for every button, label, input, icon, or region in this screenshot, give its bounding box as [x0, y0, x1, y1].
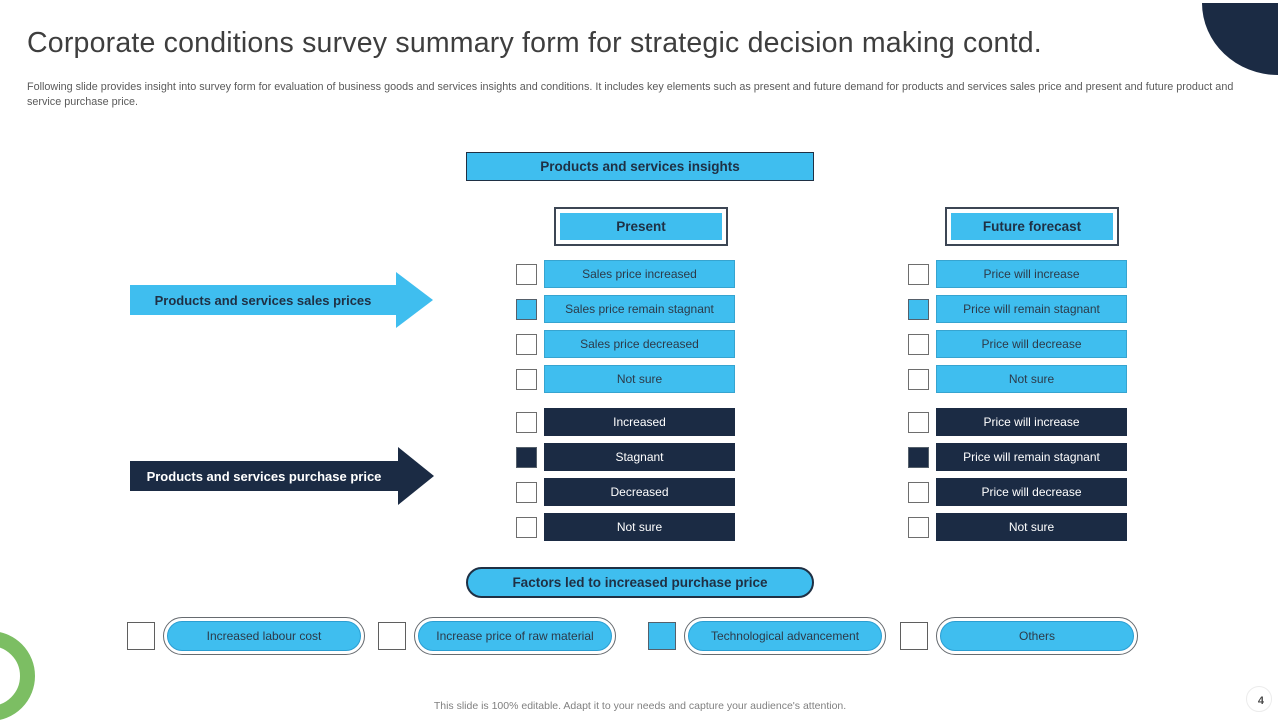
slide-title: Corporate conditions survey summary form…: [27, 27, 1042, 59]
purchase-price-arrow: Products and services purchase price: [130, 447, 434, 505]
option-label[interactable]: Not sure: [544, 365, 735, 393]
option-label[interactable]: Increased: [544, 408, 735, 436]
corner-accent-shape: [1202, 3, 1278, 75]
option-row: Increased: [516, 408, 735, 436]
purchase-price-arrow-label: Products and services purchase price: [130, 461, 398, 491]
option-row: Not sure: [516, 365, 735, 393]
option-row: Price will decrease: [908, 478, 1127, 506]
option-row: Price will increase: [908, 260, 1127, 288]
checkbox[interactable]: [516, 298, 537, 320]
checkbox[interactable]: [516, 368, 537, 390]
option-row: Sales price decreased: [516, 330, 735, 358]
option-label[interactable]: Price will remain stagnant: [936, 295, 1127, 323]
sales-prices-arrow-label: Products and services sales prices: [130, 285, 396, 315]
column-header-future-forecast-label: Future forecast: [951, 213, 1113, 240]
checkbox[interactable]: [516, 411, 537, 433]
option-row: Decreased: [516, 478, 735, 506]
option-row: Price will increase: [908, 408, 1127, 436]
option-label[interactable]: Price will increase: [936, 408, 1127, 436]
checkbox[interactable]: [516, 446, 537, 468]
factor-technological-advancement: Technological advancement: [648, 617, 886, 655]
arrow-right-icon: [398, 447, 434, 505]
option-label[interactable]: Sales price increased: [544, 260, 735, 288]
page-number: 4: [1257, 695, 1264, 707]
future-purchase-options: Price will increase Price will remain st…: [908, 408, 1127, 548]
column-header-future-forecast: Future forecast: [945, 207, 1119, 246]
option-row: Not sure: [516, 513, 735, 541]
factor-pill[interactable]: Technological advancement: [684, 617, 886, 655]
checkbox[interactable]: [900, 622, 928, 650]
column-header-present-label: Present: [560, 213, 722, 240]
main-header-products-services-insights: Products and services insights: [466, 152, 814, 181]
slide-subtitle: Following slide provides insight into su…: [27, 81, 1234, 109]
checkbox[interactable]: [516, 263, 537, 285]
option-row: Sales price increased: [516, 260, 735, 288]
checkbox[interactable]: [908, 298, 929, 320]
factor-increased-labour-cost: Increased labour cost: [127, 617, 365, 655]
factor-others: Others: [900, 617, 1138, 655]
option-label[interactable]: Price will decrease: [936, 478, 1127, 506]
option-label[interactable]: Not sure: [936, 365, 1127, 393]
present-sales-options: Sales price increased Sales price remain…: [516, 260, 735, 400]
checkbox[interactable]: [908, 333, 929, 355]
footer-note: This slide is 100% editable. Adapt it to…: [433, 700, 847, 712]
option-label[interactable]: Decreased: [544, 478, 735, 506]
option-row: Price will decrease: [908, 330, 1127, 358]
option-row: Stagnant: [516, 443, 735, 471]
option-label[interactable]: Sales price remain stagnant: [544, 295, 735, 323]
factor-pill[interactable]: Increase price of raw material: [414, 617, 616, 655]
checkbox[interactable]: [908, 411, 929, 433]
factor-label: Increased labour cost: [167, 621, 361, 651]
factor-label: Others: [940, 621, 1134, 651]
checkbox[interactable]: [908, 446, 929, 468]
checkbox[interactable]: [908, 481, 929, 503]
option-label[interactable]: Price will decrease: [936, 330, 1127, 358]
checkbox[interactable]: [908, 516, 929, 538]
option-row: Price will remain stagnant: [908, 443, 1127, 471]
future-sales-options: Price will increase Price will remain st…: [908, 260, 1127, 400]
option-row: Sales price remain stagnant: [516, 295, 735, 323]
factor-label: Technological advancement: [688, 621, 882, 651]
option-label[interactable]: Price will increase: [936, 260, 1127, 288]
present-purchase-options: Increased Stagnant Decreased Not sure: [516, 408, 735, 548]
checkbox[interactable]: [127, 622, 155, 650]
sales-prices-arrow: Products and services sales prices: [130, 272, 433, 328]
option-label[interactable]: Price will remain stagnant: [936, 443, 1127, 471]
factor-pill[interactable]: Increased labour cost: [163, 617, 365, 655]
factor-pill[interactable]: Others: [936, 617, 1138, 655]
checkbox[interactable]: [516, 516, 537, 538]
option-row: Price will remain stagnant: [908, 295, 1127, 323]
option-label[interactable]: Not sure: [544, 513, 735, 541]
checkbox[interactable]: [516, 481, 537, 503]
option-row: Not sure: [908, 513, 1127, 541]
option-label[interactable]: Stagnant: [544, 443, 735, 471]
checkbox[interactable]: [648, 622, 676, 650]
column-header-present: Present: [554, 207, 728, 246]
checkbox[interactable]: [378, 622, 406, 650]
factor-label: Increase price of raw material: [418, 621, 612, 651]
factors-header: Factors led to increased purchase price: [466, 567, 814, 598]
checkbox[interactable]: [516, 333, 537, 355]
factor-raw-material-price: Increase price of raw material: [378, 617, 616, 655]
checkbox[interactable]: [908, 263, 929, 285]
option-label[interactable]: Not sure: [936, 513, 1127, 541]
page-number-circle: [1246, 686, 1272, 712]
option-label[interactable]: Sales price decreased: [544, 330, 735, 358]
option-row: Not sure: [908, 365, 1127, 393]
arrow-right-icon: [396, 272, 433, 328]
checkbox[interactable]: [908, 368, 929, 390]
